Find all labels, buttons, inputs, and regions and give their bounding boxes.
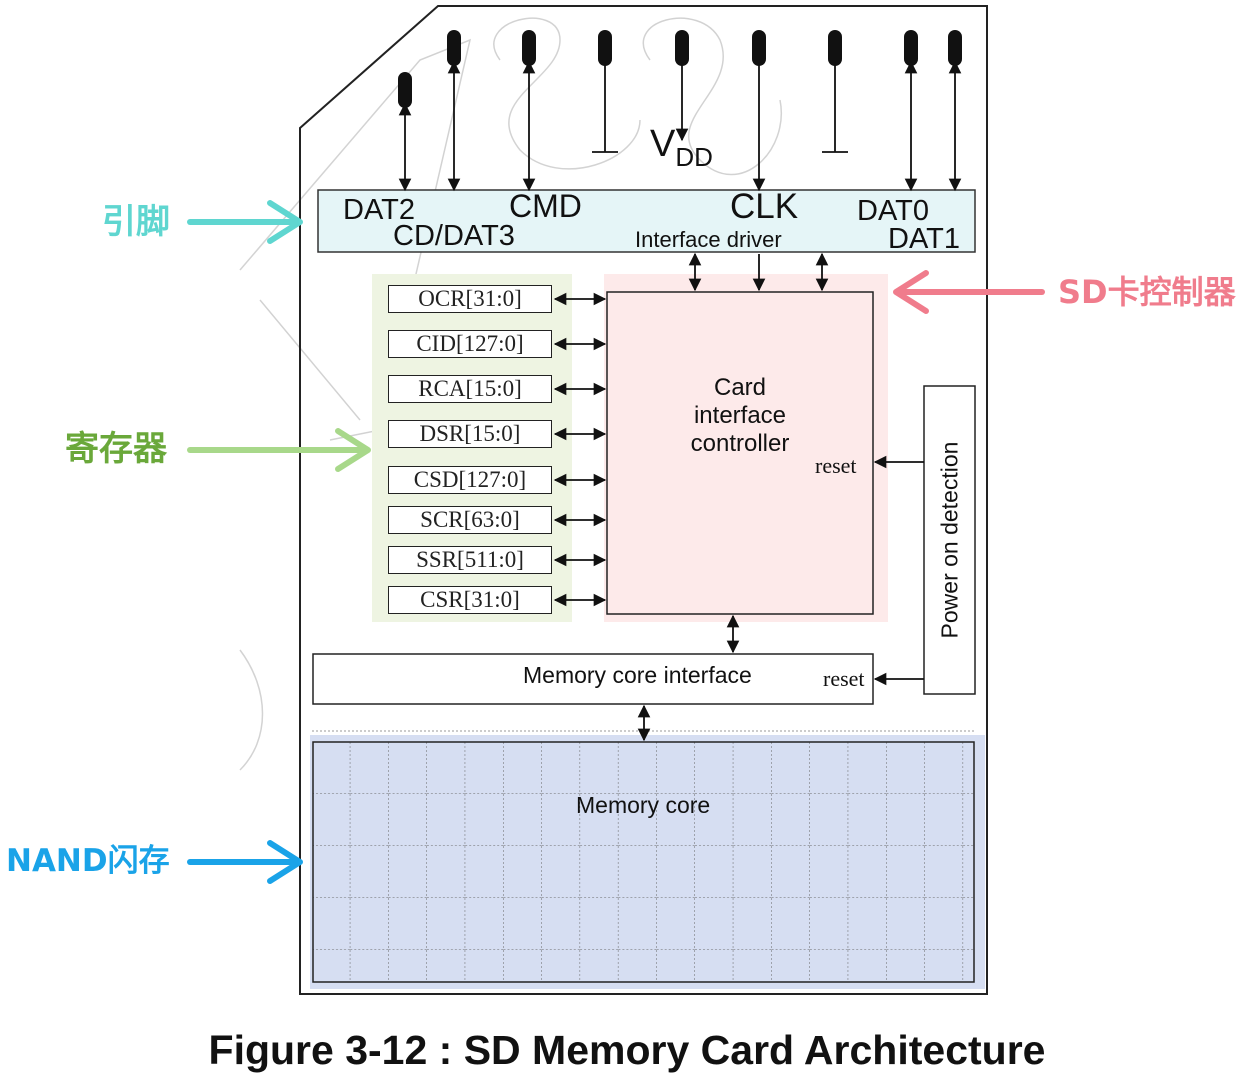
register-rca: RCA[15:0] [388,375,552,403]
vdd-v: V [650,123,676,165]
register-csr: CSR[31:0] [388,586,552,614]
pin-dat2-label: DAT2 [343,194,415,226]
memory-core-box [312,741,975,983]
pin-dat1-label: DAT1 [888,223,960,255]
register-csd: CSD[127:0] [388,466,552,494]
pin-cmd-label: CMD [509,188,582,224]
register-scr: SCR[63:0] [388,506,552,534]
registers-annotation: 寄存器 [65,429,167,469]
pins-annotation: 引脚 [102,202,170,242]
register-cid: CID[127:0] [388,330,552,358]
pin-cd-dat3-label: CD/DAT3 [393,220,515,252]
memory-core-interface-reset-label: reset [823,666,865,691]
controller-annotation: SD卡控制器 [1058,273,1236,311]
controller-box [606,291,874,615]
controller-reset-label: reset [815,453,857,478]
controller-label-line3: controller [690,430,790,457]
pin-heads [398,30,962,108]
memory-core-label: Memory core [576,792,711,818]
controller-label-line1: Card [713,374,767,401]
pin-dat0-label: DAT0 [857,195,929,227]
memory-core-interface-label: Memory core interface [523,662,752,688]
controller-label-line2: interface [693,402,787,429]
card-outline [299,5,988,995]
annotation-arrows [187,200,1045,884]
pin-clk-label: CLK [730,187,799,226]
vdd-label: VDD [650,123,713,170]
interface-driver-box [317,189,976,253]
nand-annotation: NAND闪存 [6,843,170,879]
register-dsr: DSR[15:0] [388,420,552,448]
memory-core-interface-box [312,653,874,705]
register-ssr: SSR[511:0] [388,546,552,574]
power-on-detection-label: Power on detection [936,441,963,639]
interface-driver-label: Interface driver [635,227,782,252]
register-ocr: OCR[31:0] [388,285,552,313]
vdd-subscript: DD [675,142,713,172]
figure-caption: Figure 3-12 : SD Memory Card Architectur… [208,1027,1046,1073]
power-on-detection-box [923,385,976,695]
